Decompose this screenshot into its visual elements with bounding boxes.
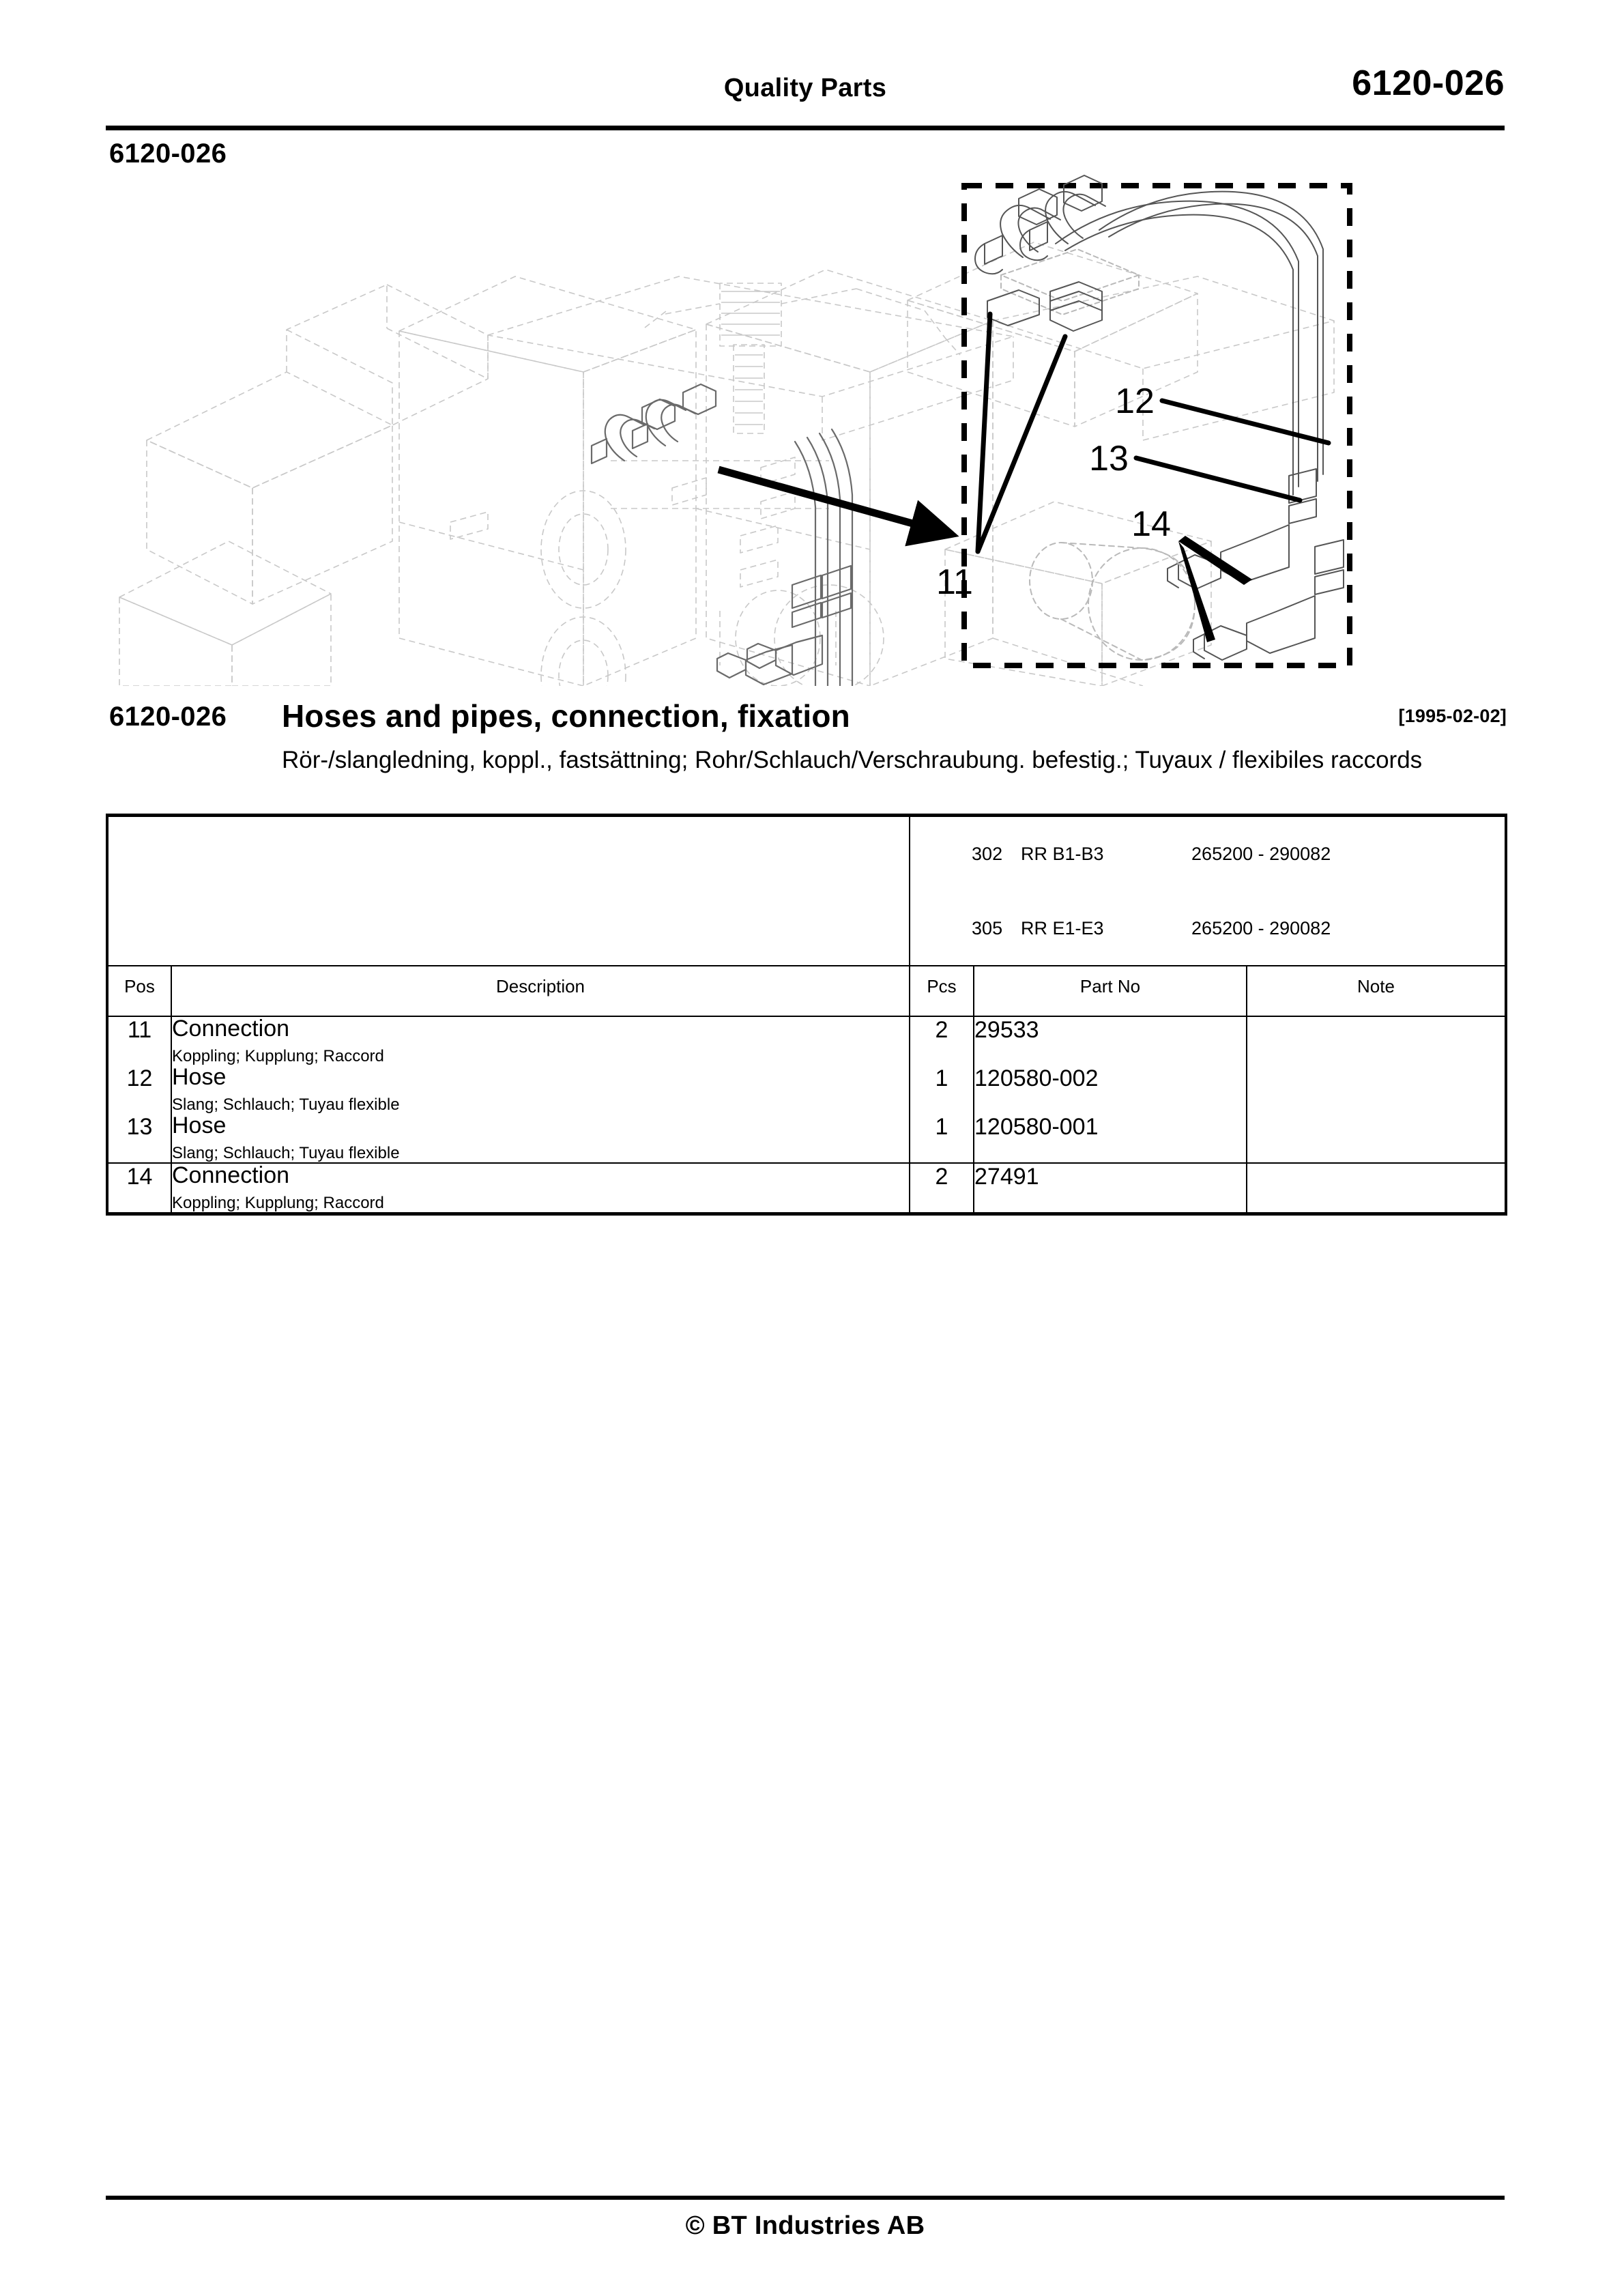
page-subtitle: Rör-/slangledning, koppl., fastsättning;… [282,747,1423,773]
variant-range: 265200 - 290082 [1191,844,1331,865]
cell-note [1246,1163,1507,1216]
cell-note [1246,1065,1507,1115]
callout-label-12: 12 [1115,382,1155,421]
table-row[interactable]: 12 Hose Slang; Schlauch; Tuyau flexible … [106,1064,1507,1115]
table-row[interactable]: 11 Connection Koppling; Kupplung; Raccor… [106,1016,1507,1066]
description-primary: Connection [172,1162,290,1189]
parts-table: 302 RR B1-B3 265200 - 290082 305 RR E1-E3 26… [106,814,1507,1216]
variant-range: 265200 - 290082 [1191,917,1331,938]
column-header-note: Note [1246,966,1507,1018]
variant-row: 302 RR B1-B3 265200 - 290082 [910,817,1505,891]
cell-description: Connection Koppling; Kupplung; Raccord [171,1162,910,1216]
leader-13 [1133,455,1303,503]
description-primary: Connection [172,1016,290,1042]
variant-code: 305 [972,917,1003,938]
detail-callout-box [961,183,1352,668]
cell-part-no: 120580-002 [973,1065,1247,1115]
highlighted-hose-assembly [590,383,854,686]
cell-pcs: 2 [909,1016,974,1066]
cell-description: Connection Koppling; Kupplung; Raccord [171,1016,910,1066]
title-block: 6120-026 Hoses and pipes, connection, fi… [109,698,1507,775]
column-header-row: Pos Description Pcs Part No Note [106,966,1507,1018]
description-translations: Slang; Schlauch; Tuyau flexible [172,1143,400,1162]
cell-pos: 14 [106,1163,171,1216]
column-header-pcs: Pcs [909,966,974,1018]
running-header: Quality Parts 6120-026 [106,63,1505,123]
page-title: Hoses and pipes, connection, fixation [282,698,850,734]
header-title: Quality Parts [723,74,887,102]
cell-description: Hose Slang; Schlauch; Tuyau flexible [171,1064,910,1115]
exploded-view-illustration: 11 12 13 14 [106,167,1505,686]
revision-date: [1995-02-02] [1398,706,1507,726]
description-translations: Slang; Schlauch; Tuyau flexible [172,1095,400,1114]
callout-label-11: 11 [936,562,973,602]
table-row[interactable]: 14 Connection Koppling; Kupplung; Raccor… [106,1162,1507,1216]
variant-header-row: 302 RR B1-B3 265200 - 290082 305 RR E1-E3 26… [106,814,1507,967]
cell-pos: 11 [106,1016,171,1066]
variant-code: 302 [972,844,1003,865]
cell-pos: 13 [106,1114,171,1164]
leader-14-a [1178,536,1252,585]
cell-part-no: 27491 [973,1163,1247,1216]
variant-model: RR B1-B3 [1021,844,1104,865]
callout-leaders [975,311,1331,554]
leader-14-b [1178,541,1215,642]
callout-label-13: 13 [1089,439,1129,478]
description-translations: Koppling; Kupplung; Raccord [172,1193,384,1212]
variant-row: 305 RR E1-E3 265200 - 290082 [910,891,1505,966]
cell-pos: 12 [106,1065,171,1115]
variant-blank-cell [106,814,910,967]
detail-view-drawing [974,175,1344,661]
description-translations: Koppling; Kupplung; Raccord [172,1046,384,1065]
column-header-description: Description [171,966,910,1018]
leader-11-b [975,334,1068,554]
footer-rule [106,2196,1505,2200]
cell-pcs: 1 [909,1114,974,1164]
table-row[interactable]: 13 Hose Slang; Schlauch; Tuyau flexible … [106,1113,1507,1164]
cell-pcs: 2 [909,1163,974,1216]
cell-description: Hose Slang; Schlauch; Tuyau flexible [171,1113,910,1164]
description-primary: Hose [172,1064,227,1091]
column-header-part-no: Part No [973,966,1247,1018]
section-id-top: 6120-026 [109,139,227,169]
column-header-pos: Pos [106,966,171,1018]
header-rule [106,126,1505,130]
callout-leaders-14 [1178,536,1252,642]
cell-note [1246,1114,1507,1164]
callout-label-14: 14 [1131,504,1171,544]
header-page-code: 6120-026 [1352,63,1505,103]
variant-list: 302 RR B1-B3 265200 - 290082 305 RR E1-E3 26… [909,814,1507,967]
footer-copyright: © BT Industries AB [685,2211,925,2240]
cell-part-no: 29533 [973,1016,1247,1066]
detail-pointer-arrow [717,465,959,547]
cell-note [1246,1016,1507,1066]
leader-12 [1159,398,1331,446]
cell-part-no: 120580-001 [973,1114,1247,1164]
section-number: 6120-026 [109,702,227,732]
variant-model: RR E1-E3 [1021,917,1104,938]
cell-pcs: 1 [909,1065,974,1115]
main-assembly-drawing [119,242,1335,686]
description-primary: Hose [172,1113,227,1139]
leader-11-a [975,311,993,554]
